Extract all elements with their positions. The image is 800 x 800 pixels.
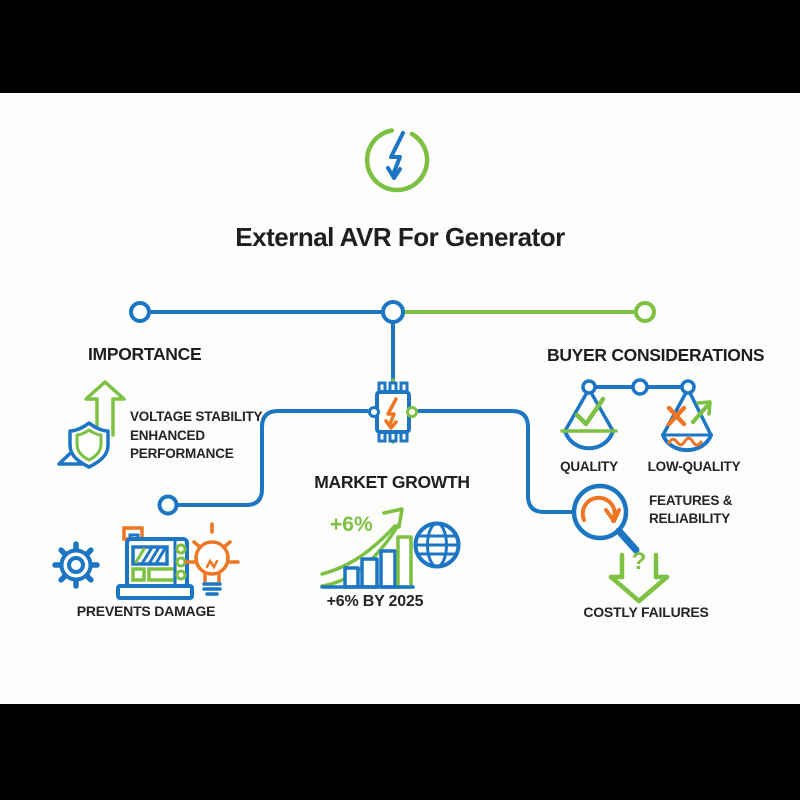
generator-icon bbox=[116, 526, 194, 600]
growth-bar-chart-icon bbox=[320, 507, 415, 589]
importance-heading: IMPORTANCE bbox=[88, 344, 202, 364]
gear-icon bbox=[52, 541, 100, 589]
features-line-2: RELIABILITY bbox=[649, 511, 731, 526]
importance-benefits: VOLTAGE STABILITY ENHANCED PERFORMANCE bbox=[130, 408, 263, 464]
lightning-bolt-circle-icon bbox=[364, 128, 430, 193]
balance-scale-icon bbox=[560, 378, 713, 453]
buyer-considerations-heading: BUYER CONSIDERATIONS bbox=[547, 345, 765, 365]
market-caption: +6% BY 2025 bbox=[326, 593, 424, 610]
benefit-line-2: ENHANCED bbox=[130, 427, 205, 443]
avr-chip-icon bbox=[368, 378, 418, 444]
page-title: External AVR For Generator bbox=[235, 222, 565, 252]
low-quality-label: LOW-QUALITY bbox=[647, 459, 741, 474]
growth-badge: +6% bbox=[330, 513, 373, 536]
lightbulb-icon bbox=[184, 522, 240, 596]
globe-icon bbox=[413, 521, 461, 569]
shield-arrow-icon bbox=[57, 380, 126, 469]
costly-failures-caption: COSTLY FAILURES bbox=[583, 604, 709, 620]
features-reliability-label: FEATURES & RELIABILITY bbox=[649, 492, 732, 528]
prevents-damage-caption: PREVENTS DAMAGE bbox=[76, 603, 216, 619]
question-mark-glyph: ? bbox=[631, 548, 647, 575]
magnifier-refresh-icon bbox=[571, 483, 640, 554]
infographic-panel: External AVR For Generator IMPORTANCE bbox=[0, 93, 800, 704]
benefit-line-3: PERFORMANCE bbox=[130, 446, 234, 461]
down-arrow-question-icon bbox=[608, 552, 670, 604]
market-growth-heading: MARKET GROWTH bbox=[314, 472, 470, 492]
benefit-line-1: VOLTAGE STABILITY bbox=[130, 409, 263, 424]
features-line-1: FEATURES & bbox=[649, 493, 733, 508]
quality-label: QUALITY bbox=[560, 459, 618, 474]
